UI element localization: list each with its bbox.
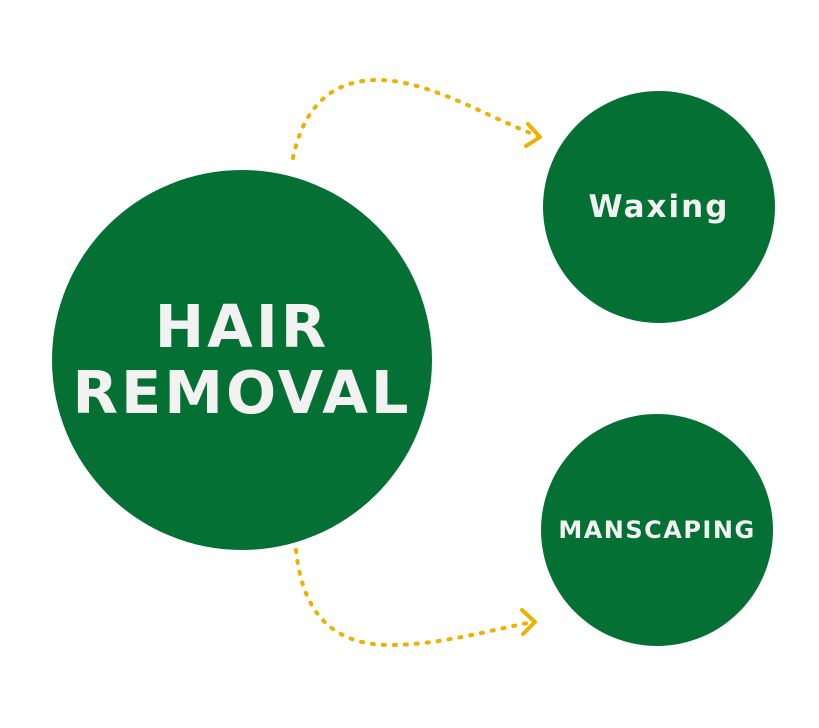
manscaping-label: MANSCAPING [558, 516, 756, 544]
arrow-to-manscaping [294, 548, 535, 648]
hair-removal-label: HAIR REMOVAL [73, 294, 412, 426]
manscaping-node: MANSCAPING [541, 414, 773, 646]
hair-removal-line-2: REMOVAL [72, 358, 412, 427]
arrowhead-manscaping [520, 608, 537, 636]
arrow-to-waxing [291, 78, 540, 160]
hair-removal-node: HAIR REMOVAL [52, 170, 432, 550]
waxing-label: Waxing [588, 189, 730, 225]
waxing-node: Waxing [543, 91, 775, 323]
arrowhead-waxing [524, 122, 542, 148]
hair-removal-line-1: HAIR [154, 292, 330, 361]
